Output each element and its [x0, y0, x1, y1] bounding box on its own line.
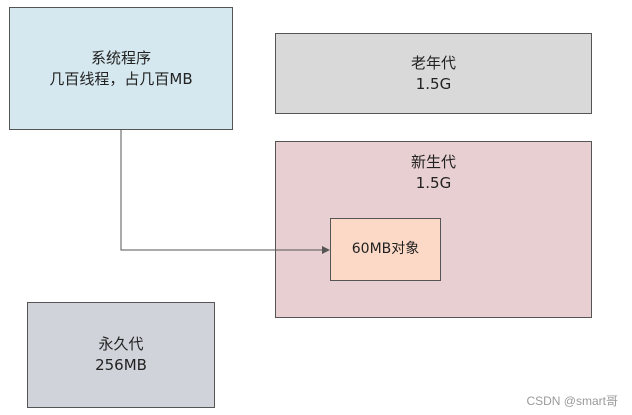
watermark: CSDN @smart哥: [526, 394, 618, 408]
system-program-title: 系统程序: [90, 48, 151, 67]
permanent-generation-size: 256MB: [95, 356, 147, 374]
old-generation-size: 1.5G: [415, 74, 452, 93]
young-generation-size: 1.5G: [415, 174, 452, 192]
system-to-object-arrow: [120, 130, 330, 254]
object-label: 60MB对象: [351, 241, 420, 257]
system-program-subtitle: 几百线程，占几百MB: [49, 69, 193, 88]
permanent-generation-title: 永久代: [98, 335, 144, 353]
object-60mb-box: 60MB对象: [330, 218, 441, 281]
system-program-box: 系统程序 几百线程，占几百MB: [9, 7, 233, 130]
permanent-generation-box: 永久代 256MB: [27, 302, 215, 408]
old-generation-box: 老年代 1.5G: [275, 33, 592, 114]
young-generation-title: 新生代: [410, 153, 456, 171]
old-generation-title: 老年代: [410, 53, 456, 72]
